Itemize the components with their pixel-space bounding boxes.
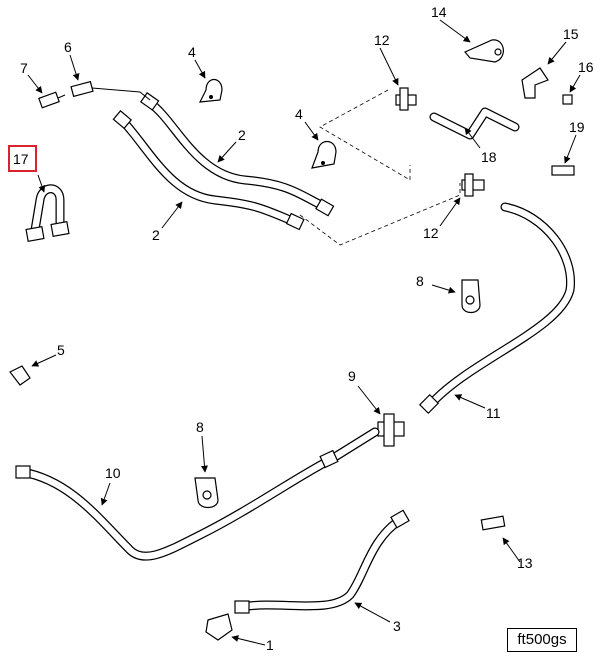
tee-12-top	[395, 87, 417, 111]
fitting-7	[38, 91, 66, 109]
clamp-8-upper	[461, 279, 481, 314]
callout-9: 9	[348, 368, 356, 384]
tee-9	[377, 413, 405, 447]
callout-14: 14	[431, 4, 447, 20]
callout-17: 17	[13, 151, 29, 167]
callout-7: 7	[20, 60, 28, 76]
callout-8-upper: 8	[416, 273, 424, 289]
callout-6: 6	[64, 39, 72, 55]
callout-11: 11	[486, 405, 501, 421]
hose-11	[418, 202, 576, 415]
callout-1: 1	[266, 637, 274, 653]
hose-10	[15, 427, 380, 561]
clamp-8-lower	[194, 477, 219, 509]
callout-13: 13	[517, 555, 533, 571]
callout-2-lower: 2	[152, 227, 160, 243]
callout-8-lower: 8	[196, 419, 204, 435]
u-tube-17	[25, 184, 70, 242]
hose-3	[234, 509, 410, 614]
clamp-4-mid	[311, 140, 337, 169]
callout-4-top: 4	[188, 44, 196, 60]
fitting-19	[551, 165, 575, 176]
leader-arrows	[27, 19, 581, 646]
callout-19: 19	[569, 119, 585, 135]
fitting-16	[562, 94, 573, 105]
callout-12-top: 12	[374, 32, 390, 48]
elbow-1	[205, 613, 233, 641]
hose-2-upper	[139, 92, 335, 217]
callout-12-mid: 12	[423, 225, 439, 241]
fitting-6	[70, 80, 151, 101]
callout-15: 15	[563, 26, 579, 42]
callout-5: 5	[57, 342, 65, 358]
hose-2-lower	[112, 110, 305, 231]
figure-code-label: ft500gs	[507, 628, 577, 652]
clamp-4-top	[198, 78, 223, 103]
callout-2-upper: 2	[238, 127, 246, 143]
callout-10: 10	[105, 465, 121, 481]
routing-dashed-lines	[299, 89, 461, 246]
fitting-13	[480, 515, 506, 531]
selected-part-highlight	[8, 145, 37, 172]
callout-16: 16	[578, 59, 594, 75]
tee-12-mid	[461, 173, 485, 197]
callout-3: 3	[393, 618, 401, 634]
tube-18	[429, 107, 520, 140]
callout-18: 18	[481, 149, 497, 165]
callout-4-mid: 4	[295, 106, 303, 122]
elbow-5	[9, 365, 31, 386]
clamp-14	[464, 39, 504, 63]
elbow-15	[521, 67, 549, 99]
